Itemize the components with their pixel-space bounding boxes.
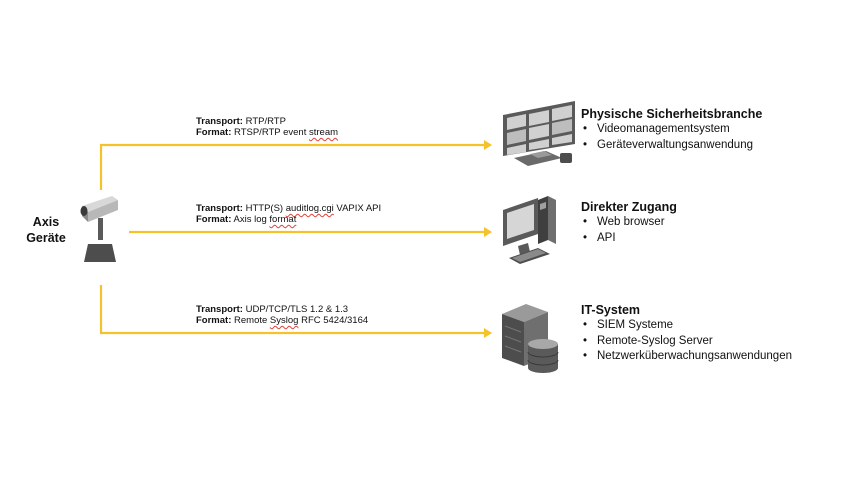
target-it-system: IT-System SIEM Systeme Remote-Syslog Ser… bbox=[581, 302, 792, 365]
arrowhead-middle bbox=[484, 227, 492, 237]
video-wall-icon bbox=[503, 101, 575, 166]
desktop-computer-icon bbox=[503, 196, 556, 264]
list-item: Geräteverwaltungsanwendung bbox=[581, 138, 762, 154]
path1-transport-value: RTP/RTP bbox=[245, 116, 286, 127]
list-item: Netzwerküberwachungsanwendungen bbox=[581, 349, 792, 365]
path2-transport: Transport: HTTP(S) auditlog.cgi VAPIX AP… bbox=[196, 203, 382, 214]
arrow-bottom bbox=[99, 285, 484, 335]
device-label-line2: Geräte bbox=[26, 231, 66, 245]
device-label-line1: Axis bbox=[32, 215, 60, 229]
target-physical-security: Physische Sicherheitsbranche Videomanage… bbox=[581, 106, 762, 153]
path1-format: Format: RTSP/RTP event stream bbox=[196, 127, 339, 138]
target-direct-access-title: Direkter Zugang bbox=[581, 200, 677, 214]
server-database-icon bbox=[502, 304, 559, 373]
target-physical-security-list: Videomanagementsystem Geräteverwaltungsa… bbox=[581, 122, 762, 153]
path1-protocol-label: Transport: RTP/RTP Format: RTSP/RTP even… bbox=[196, 116, 338, 138]
arrowhead-top bbox=[484, 140, 492, 150]
path3-protocol-label: Transport: UDP/TCP/TLS 1.2 & 1.3 Format:… bbox=[196, 304, 368, 326]
target-direct-access-list: Web browser API bbox=[581, 215, 677, 246]
path3-format: Format: Remote Syslog RFC 5424/3164 bbox=[196, 315, 369, 326]
path3-format-spellcheck: Syslog bbox=[269, 315, 299, 326]
list-item: Videomanagementsystem bbox=[581, 122, 762, 138]
path2-format-spellcheck: format bbox=[269, 214, 297, 225]
arrow-top bbox=[99, 143, 484, 190]
device-label: Axis Geräte bbox=[16, 214, 76, 246]
path1-transport: Transport: RTP/RTP bbox=[196, 116, 286, 127]
target-physical-security-title: Physische Sicherheitsbranche bbox=[581, 107, 763, 121]
target-it-system-title: IT-System bbox=[581, 303, 641, 317]
path1-format-spellcheck: stream bbox=[309, 127, 339, 138]
list-item: API bbox=[581, 231, 677, 247]
target-it-system-list: SIEM Systeme Remote-Syslog Server Netzwe… bbox=[581, 318, 792, 365]
list-item: SIEM Systeme bbox=[581, 318, 792, 334]
path3-transport: Transport: UDP/TCP/TLS 1.2 & 1.3 bbox=[196, 304, 349, 315]
target-direct-access: Direkter Zugang Web browser API bbox=[581, 199, 677, 246]
path2-protocol-label: Transport: HTTP(S) auditlog.cgi VAPIX AP… bbox=[196, 203, 381, 225]
arrowhead-bottom bbox=[484, 328, 492, 338]
path2-format: Format: Axis log format bbox=[196, 214, 297, 225]
camera-icon bbox=[80, 196, 118, 262]
path2-transport-spellcheck: auditlog.cgi bbox=[285, 203, 334, 214]
list-item: Remote-Syslog Server bbox=[581, 334, 792, 350]
list-item: Web browser bbox=[581, 215, 677, 231]
